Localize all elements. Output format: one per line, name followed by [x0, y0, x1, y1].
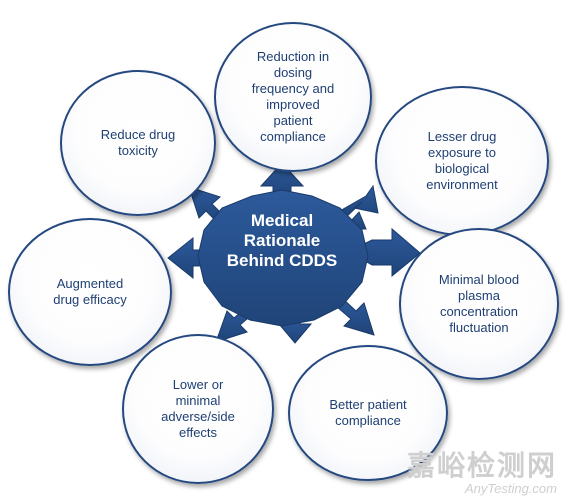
- hub-body: [197, 189, 369, 327]
- bubble-lesser-drug-exposure: Lesser drug exposure to biological envir…: [375, 86, 549, 236]
- bubble-drug-efficacy-text: Augmented drug efficacy: [53, 276, 127, 307]
- bubble-dosing-frequency: Reduction in dosing frequency and improv…: [214, 22, 372, 172]
- bubble-adverse-effects-text: Lower or minimal adverse/side effects: [161, 377, 235, 440]
- bubble-dosing-frequency-text: Reduction in dosing frequency and improv…: [251, 49, 335, 144]
- watermark-english: AnyTesting.com: [464, 481, 557, 496]
- bubble-adverse-effects: Lower or minimal adverse/side effects: [122, 334, 274, 484]
- watermark-chinese: 嘉峪检测网: [406, 449, 557, 482]
- bubble-better-compliance-text: Better patient compliance: [329, 397, 407, 428]
- bubble-lesser-drug-exposure-text: Lesser drug exposure to biological envir…: [426, 129, 498, 192]
- bubble-better-compliance: Better patient compliance: [288, 345, 448, 481]
- bubble-plasma-fluctuation-text: Minimal blood plasma concentration fluct…: [438, 272, 520, 335]
- bubble-reduce-toxicity-text: Reduce drug toxicity: [100, 127, 176, 158]
- bubble-drug-efficacy: Augmented drug efficacy: [8, 218, 172, 366]
- bubble-reduce-toxicity: Reduce drug toxicity: [60, 70, 216, 216]
- center-label: Medical Rationale Behind CDDS: [226, 211, 338, 270]
- watermark: 嘉峪检测网 AnyTesting.com: [406, 449, 557, 497]
- bubble-plasma-fluctuation: Minimal blood plasma concentration fluct…: [399, 228, 559, 380]
